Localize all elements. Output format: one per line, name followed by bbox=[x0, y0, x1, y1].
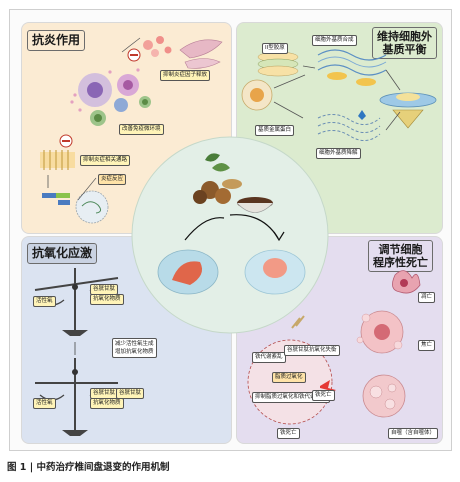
autophagy-label: 自噬（含自噬体） bbox=[388, 428, 439, 439]
matrix-balance-title: 维持细胞外 基质平衡 bbox=[372, 27, 437, 59]
gsh-defect-label: 谷胱甘肽抗氧化失衡 bbox=[284, 345, 340, 356]
improve-env-label: 改善免疫微环境 bbox=[119, 124, 164, 135]
inhibit-factor-label: 抑制炎症因子释放 bbox=[160, 70, 211, 81]
matrix-title-line2: 基质平衡 bbox=[382, 43, 427, 56]
healthy-disc-icon bbox=[244, 249, 306, 295]
reduce-ros-label: 减少活性氧生成 增加抗氧化物质 bbox=[112, 338, 157, 358]
death-title-line1: 调节细胞 bbox=[378, 243, 423, 256]
death-title-line2: 程序性死亡 bbox=[373, 256, 428, 269]
reduce-line1: 减少活性氧生成 bbox=[115, 341, 154, 347]
necroptosis-cell-icon bbox=[356, 310, 404, 354]
matrix-title-line1: 维持细胞外 bbox=[377, 30, 432, 43]
disc-balance-icon bbox=[379, 69, 437, 131]
collagen-label: II型胶原 bbox=[262, 43, 288, 54]
autophagy-cell-icon bbox=[362, 374, 406, 418]
degraded-matrix-icon bbox=[317, 110, 381, 141]
balance-bottom-icon bbox=[35, 358, 118, 436]
disc-cell-icon bbox=[241, 74, 306, 119]
inflammatory-cells-icon bbox=[121, 36, 223, 69]
reduce-line2: 增加抗氧化物质 bbox=[115, 349, 154, 355]
iron-overload-label: 铁代谢紊乱 bbox=[252, 352, 286, 363]
ferroptosis-label: 铁死亡 bbox=[312, 390, 335, 401]
gpx-top-label-2: 抗氧化物质 bbox=[90, 294, 124, 305]
ferroptosis-cycle-icon bbox=[247, 315, 336, 425]
ros-bottom-label: 活性氧 bbox=[33, 398, 56, 409]
mmp-label: 基质金属蛋白 bbox=[255, 125, 295, 136]
cell-death-title: 调节细胞 程序性死亡 bbox=[368, 240, 433, 272]
center-circle-icon bbox=[131, 136, 329, 334]
degenerated-disc-icon bbox=[157, 249, 219, 295]
pyroptosis-label: 凋亡 bbox=[418, 292, 436, 303]
pathway-icon bbox=[40, 134, 109, 224]
oxidative-stress-title: 抗氧化应激 bbox=[27, 243, 98, 264]
ros-top-label: 活性氧 bbox=[33, 296, 56, 307]
necroptosis-label: 焦亡 bbox=[418, 340, 436, 351]
collagen-fiber-icon bbox=[257, 51, 316, 77]
gpx-bottom-label-2: 谷胱甘肽 bbox=[116, 388, 145, 399]
immune-cells-icon bbox=[70, 68, 151, 126]
anti-inflammatory-title: 抗炎作用 bbox=[27, 30, 86, 51]
gpx-bottom-label-3: 抗氧化物质 bbox=[90, 398, 124, 409]
inhibit-path-label: 抑制炎症相关通路 bbox=[80, 155, 131, 166]
figure-caption: 图 1 | 中药治疗椎间盘退变的作用机制 bbox=[7, 462, 170, 473]
inflammation-label: 炎症反应 bbox=[98, 174, 127, 185]
pyroptosis-cell-icon bbox=[392, 270, 421, 294]
lipid-perox-label: 脂质过氧化 bbox=[272, 372, 306, 383]
ferroptosis-bottom-label: 铁死亡 bbox=[277, 428, 300, 439]
matrix-fiber-icon bbox=[317, 49, 387, 86]
synthesis-label: 细胞外基质合成 bbox=[312, 35, 357, 46]
degradation-label: 细胞外基质降解 bbox=[316, 148, 361, 159]
herbs-icon bbox=[193, 153, 274, 213]
